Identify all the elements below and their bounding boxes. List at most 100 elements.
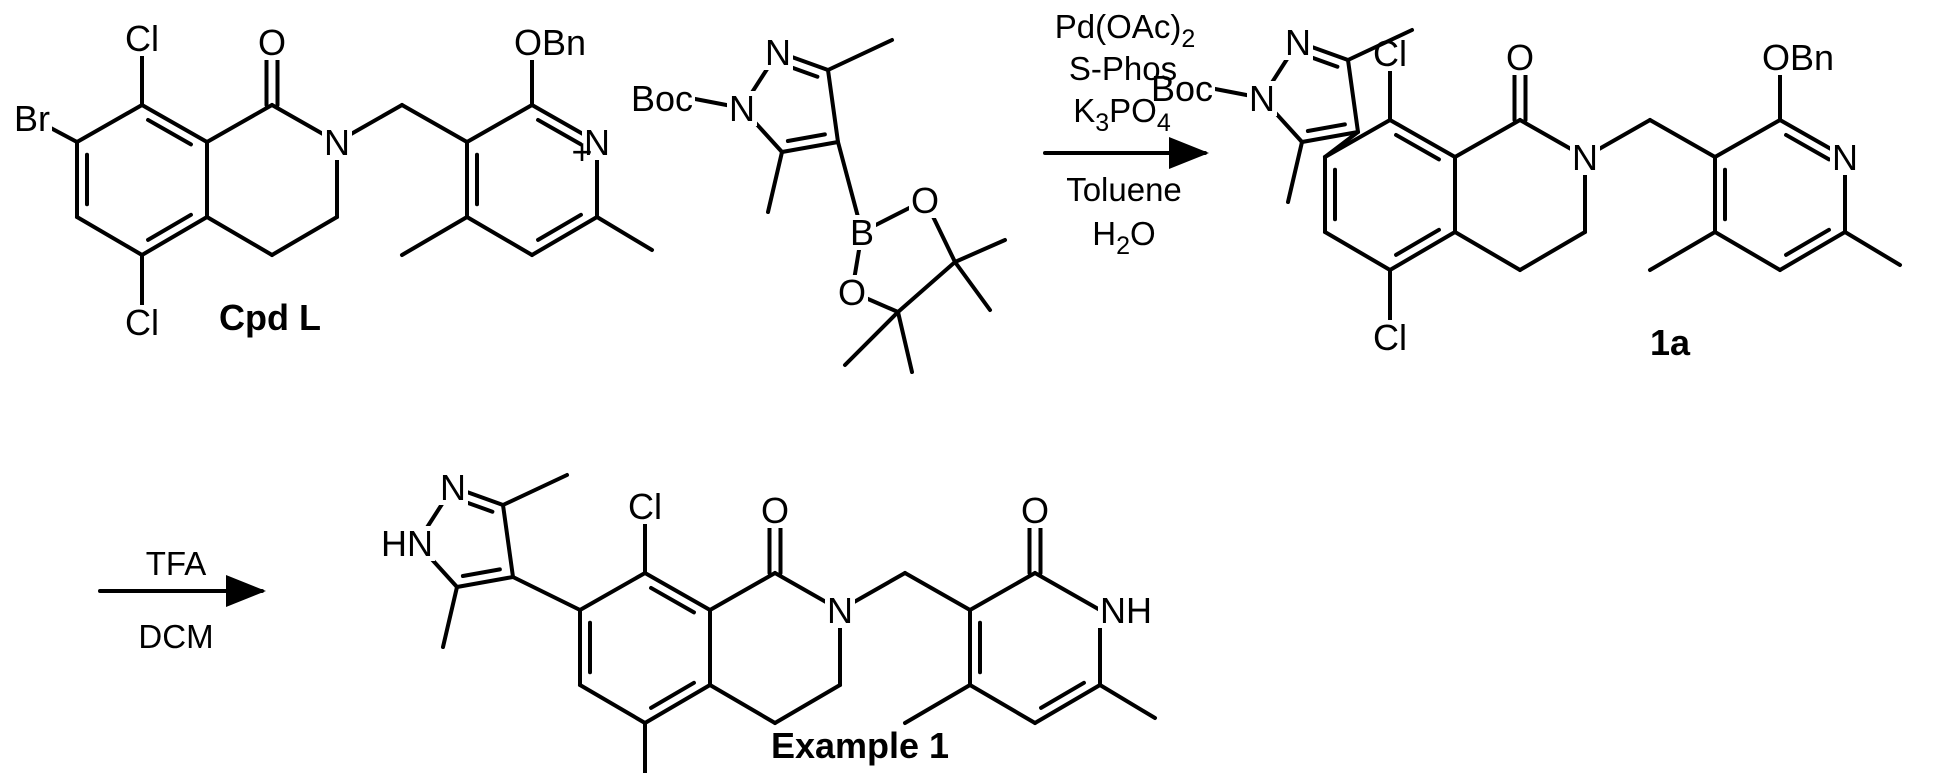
reaction-step-2: TFA DCM: [100, 545, 262, 655]
chlorine-atom: Cl: [1373, 317, 1407, 358]
bond: [467, 105, 532, 142]
amide-nitrogen-atom: N: [1572, 137, 1598, 178]
bond: [970, 685, 1035, 723]
pyrazole-nitrogen-atom: N: [729, 88, 755, 129]
methylene-bond: [1650, 120, 1715, 157]
double-bond-inner: [148, 215, 191, 240]
bond: [782, 142, 838, 152]
methyl-bond: [955, 240, 1005, 262]
bond: [272, 217, 337, 255]
double-bond-inner: [1786, 135, 1829, 159]
bond: [467, 217, 532, 255]
reagent-s-phos: S-Phos: [1069, 50, 1177, 87]
double-bond-inner: [1396, 230, 1439, 255]
bond: [77, 217, 142, 255]
oxygen-atom: O: [911, 180, 939, 221]
compound-label-example-1: Example 1: [771, 725, 949, 766]
nh-group: HN: [381, 523, 433, 564]
bond: [1715, 120, 1780, 157]
oxygen-atom: O: [258, 22, 286, 63]
double-bond-inner: [788, 134, 825, 141]
boc-group: Boc: [631, 78, 693, 119]
reagent-tfa: TFA: [146, 545, 207, 582]
compound-label-1a: 1a: [1650, 322, 1691, 363]
bond: [207, 217, 272, 255]
double-bond-inner: [463, 569, 500, 576]
double-bond-inner: [651, 683, 694, 708]
pyrazole-nitrogen-atom: N: [440, 467, 466, 508]
bond: [1715, 232, 1780, 270]
bond: [970, 573, 1035, 610]
biaryl-bond: [513, 577, 580, 610]
bond: [1325, 232, 1390, 270]
bond: [828, 70, 838, 142]
pyrazole-nitrogen-atom: N: [1249, 78, 1275, 119]
methylene-bond: [905, 573, 970, 610]
amide-nitrogen-atom: N: [324, 122, 350, 163]
benzyloxy-group: OBn: [1762, 37, 1834, 78]
bond: [580, 685, 645, 723]
methyl-bond: [905, 685, 970, 723]
methyl-bond: [503, 475, 567, 505]
bond: [1520, 232, 1585, 270]
methylene-bond: [402, 105, 467, 142]
bond: [775, 685, 840, 723]
bond: [710, 685, 775, 723]
methyl-bond: [443, 587, 457, 647]
solvent-dcm: DCM: [138, 618, 213, 655]
bond: [77, 105, 142, 142]
double-bond-inner: [1396, 135, 1439, 159]
benzyloxy-group: OBn: [514, 22, 586, 63]
bond: [1455, 120, 1520, 157]
methyl-bond: [597, 217, 652, 250]
nh-group: NH: [1100, 590, 1152, 631]
boron-atom: B: [850, 212, 874, 253]
double-bond-inner: [538, 215, 581, 240]
amide-nitrogen-atom: N: [827, 590, 853, 631]
bond: [207, 105, 272, 142]
solvent-toluene: Toluene: [1066, 171, 1182, 208]
pyrazole-nitrogen-atom: N: [1285, 22, 1311, 63]
pyridine-nitrogen-atom: N: [1832, 137, 1858, 178]
methyl-bond: [955, 262, 990, 310]
oxygen-atom: O: [761, 490, 789, 531]
bond: [457, 577, 513, 587]
chlorine-atom: Cl: [125, 302, 159, 343]
bond: [503, 505, 513, 577]
plus-sign: +: [571, 131, 592, 172]
bond: [1348, 60, 1358, 132]
methyl-bond: [1650, 232, 1715, 270]
bond: [1455, 232, 1520, 270]
double-bond-inner: [1786, 230, 1829, 255]
bond: [898, 262, 955, 312]
methyl-bond: [898, 312, 912, 372]
compound-example-1: ClClONONHNHNExample 1: [379, 467, 1155, 774]
chlorine-atom: Cl: [628, 486, 662, 527]
chlorine-atom: Cl: [125, 18, 159, 59]
oxygen-atom: O: [1506, 37, 1534, 78]
bond: [1035, 573, 1100, 610]
oxygen-atom: O: [838, 272, 866, 313]
methyl-bond: [828, 40, 892, 70]
oxygen-atom: O: [1021, 490, 1049, 531]
compound-pyrazole-boronate: NN BocBO O: [629, 32, 1005, 372]
reagent-k3po4: K3PO4: [1073, 92, 1171, 137]
double-bond-inner: [1041, 683, 1084, 708]
bond: [710, 573, 775, 610]
methyl-bond: [845, 312, 898, 365]
pyrazole-nitrogen-atom: N: [765, 32, 791, 73]
compound-cpd-l: ClClONOBnNBrCpd L: [12, 18, 652, 343]
reagent-pd-oac2: Pd(OAc)2: [1055, 8, 1195, 53]
compound-label-cpd-l: Cpd L: [219, 297, 321, 338]
methyl-bond: [1845, 232, 1900, 265]
double-bond-inner: [651, 588, 694, 612]
bromine-atom: Br: [14, 98, 50, 139]
methyl-bond: [1288, 142, 1302, 202]
double-bond-inner: [148, 120, 191, 144]
methyl-bond: [1100, 685, 1155, 718]
compound-1a: ClClONOBnNNNBoc1a: [1149, 22, 1900, 363]
chlorine-atom: Cl: [628, 770, 662, 774]
double-bond-inner: [1308, 124, 1345, 131]
methyl-bond: [402, 217, 467, 255]
